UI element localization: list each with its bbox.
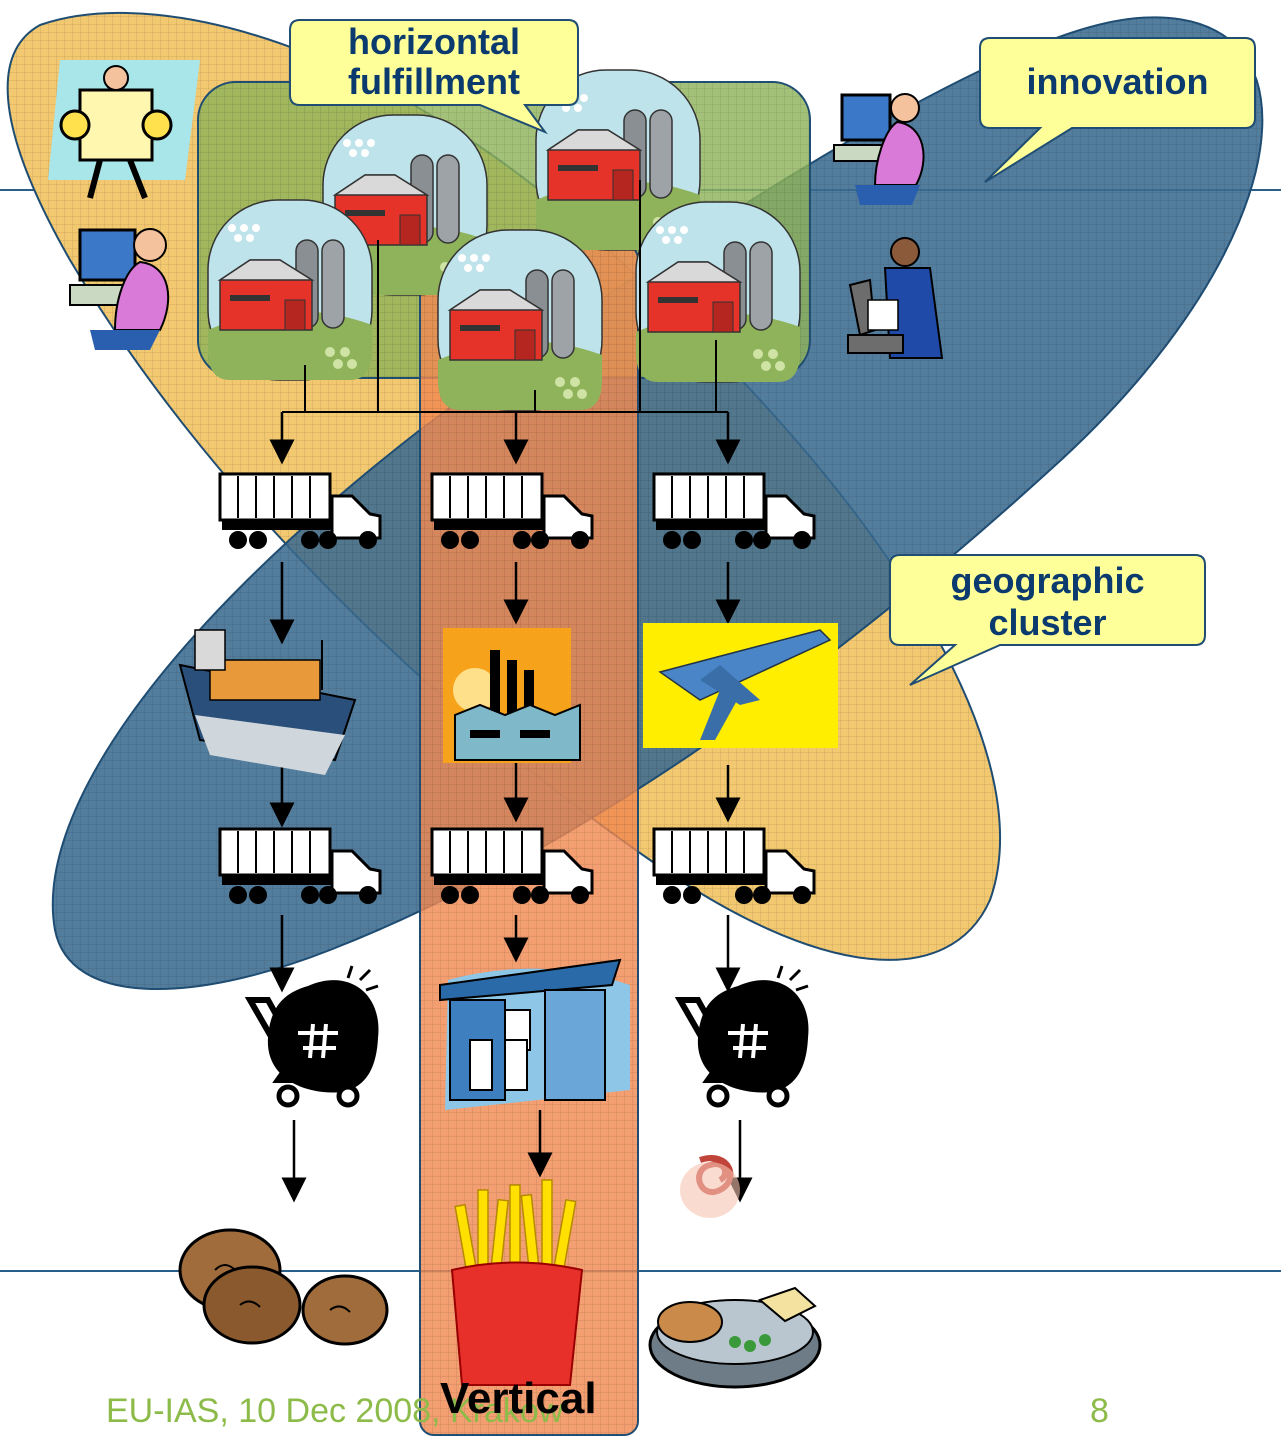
woman-computer-icon — [69, 228, 170, 350]
horizontal-callout-bubble — [289, 19, 579, 135]
horizontal-callout-line1: horizontal — [348, 21, 520, 62]
designer-icon — [48, 60, 200, 200]
connector-lines — [282, 180, 728, 413]
shopping-cart-icon — [250, 966, 378, 1105]
shopping-cart-icon — [680, 966, 808, 1105]
french-fries-icon — [450, 1179, 584, 1386]
geographic-callout-line2: cluster — [988, 602, 1107, 643]
woman-computer-icon — [833, 93, 925, 205]
scientist-microscope-icon — [847, 237, 944, 359]
horizontal-callout-line2: fulfillment — [348, 61, 520, 102]
farm-icon — [437, 229, 603, 411]
farm-icon — [207, 199, 373, 381]
farm-icon — [635, 201, 801, 383]
footer-caption: EU-IAS, 10 Dec 2008, Krakow — [106, 1392, 564, 1430]
geographic-callout: geographic cluster — [890, 560, 1205, 644]
geographic-callout-bubble — [889, 554, 1206, 686]
vertical-label: Vertical — [440, 1374, 597, 1423]
potatoes-icon — [178, 1228, 389, 1346]
factory-icon — [443, 628, 581, 763]
gas-station-icon — [439, 958, 630, 1110]
ship-icon — [178, 629, 357, 775]
horizontal-callout: horizontal fulfillment — [290, 22, 578, 102]
airplane-icon — [643, 623, 838, 748]
meal-icon — [648, 1155, 822, 1389]
page-number: 8 — [1090, 1392, 1109, 1430]
geographic-callout-line1: geographic — [950, 560, 1145, 601]
innovation-callout: innovation — [1026, 61, 1209, 102]
flow-arrows — [269, 412, 753, 1203]
innovation-callout-bubble — [979, 37, 1256, 183]
